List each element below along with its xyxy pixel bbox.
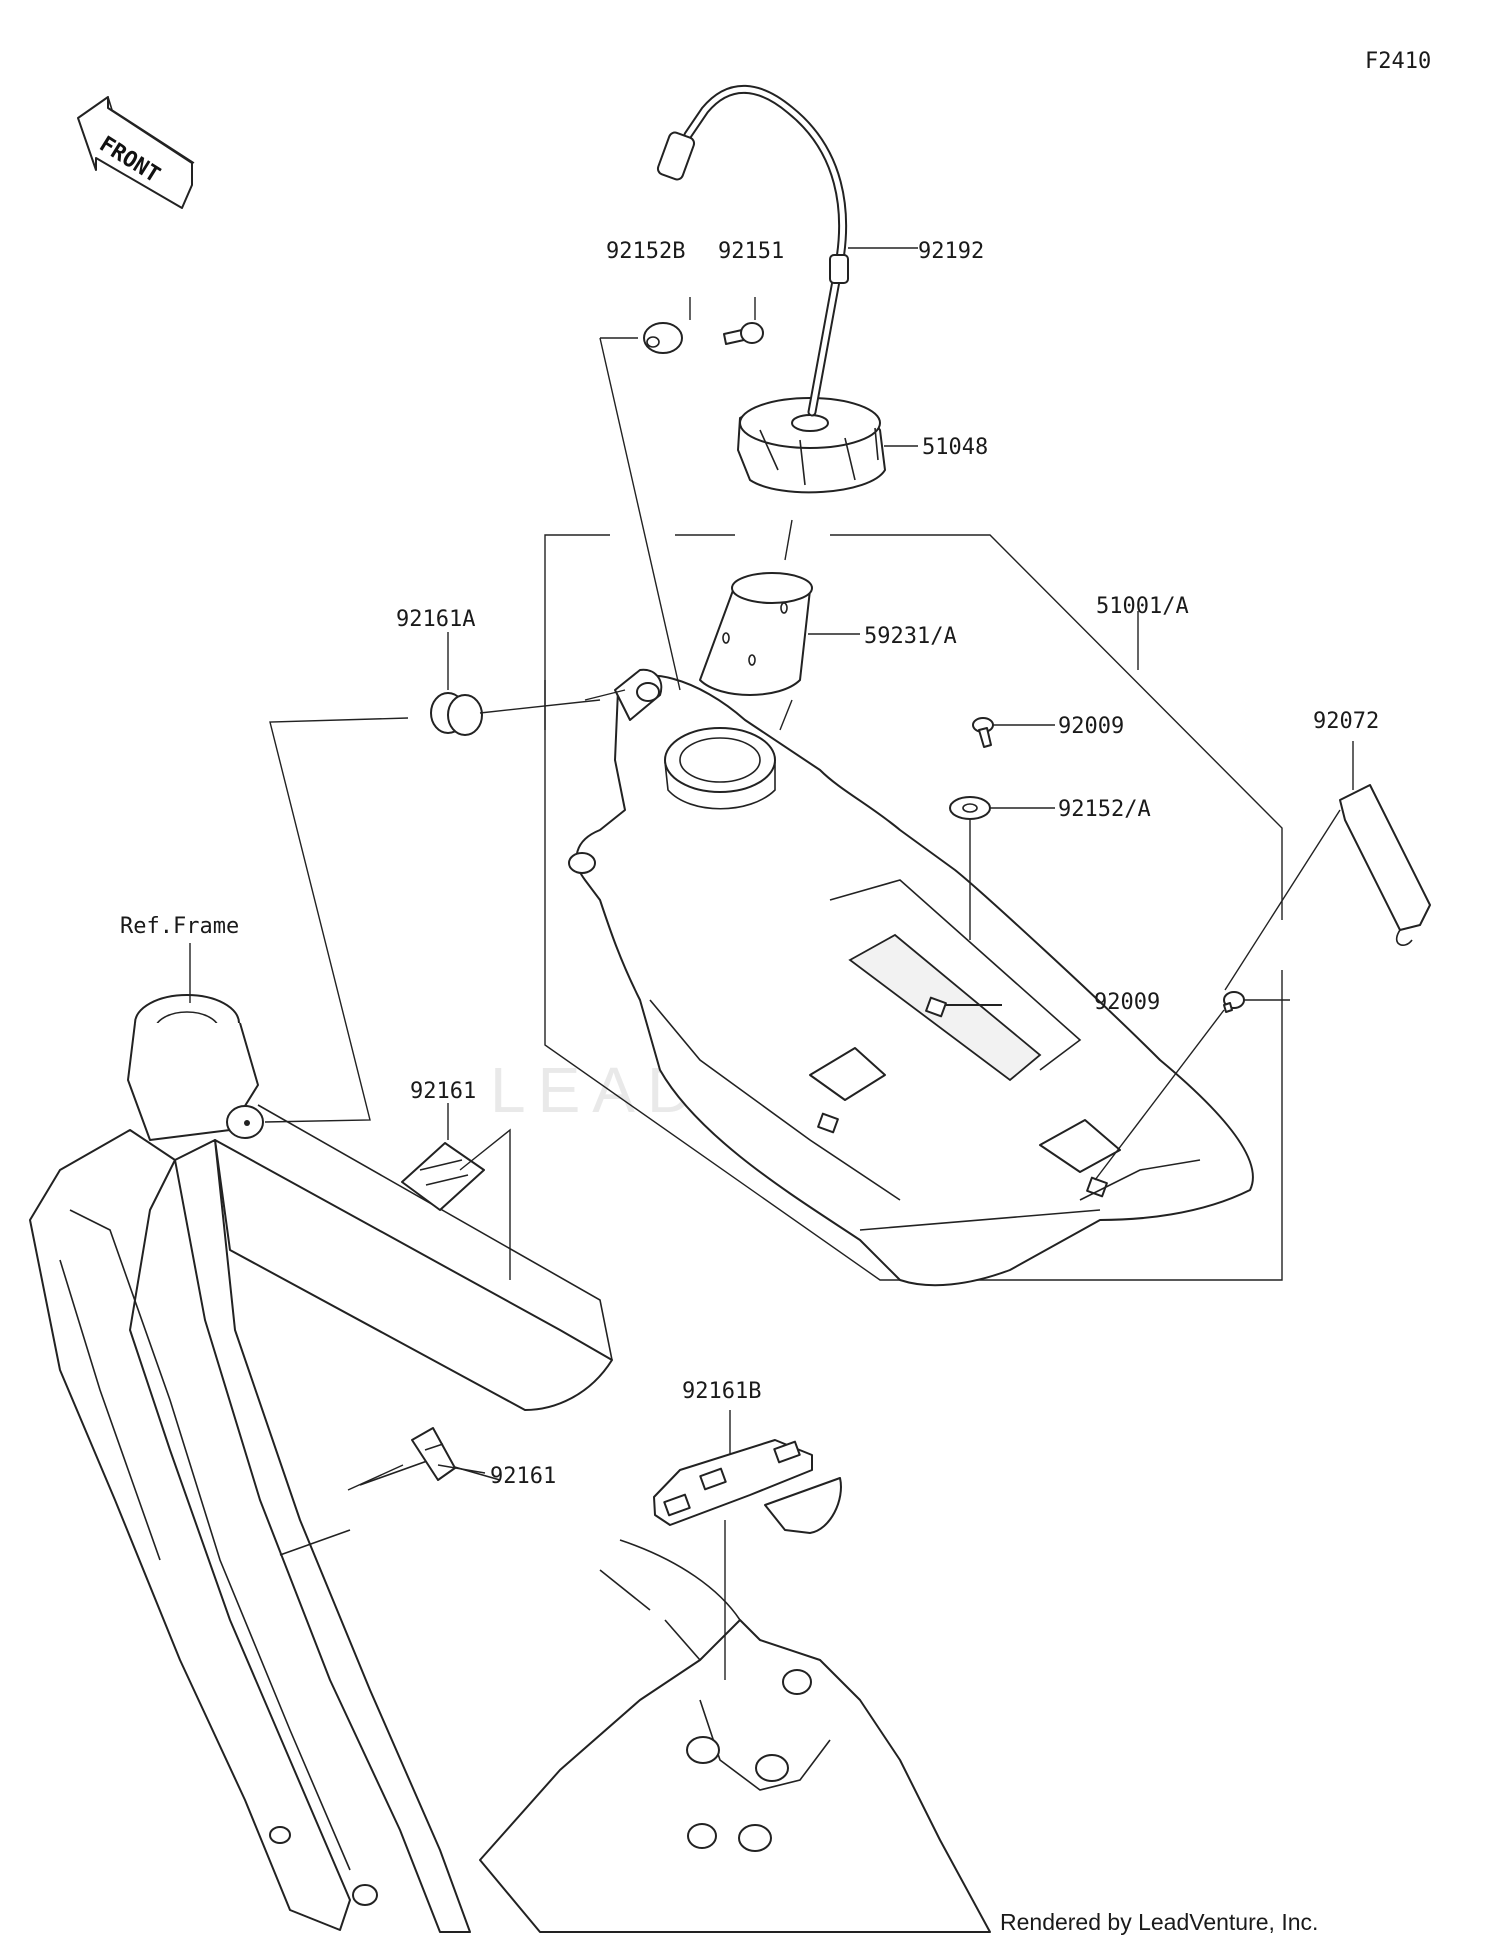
bolt-92151 xyxy=(723,322,764,345)
screw-92009-side xyxy=(1223,991,1245,1013)
grommet-92161A xyxy=(430,692,483,736)
breather-hose xyxy=(656,84,849,417)
credit-text: Rendered by LeadVenture, Inc. xyxy=(1000,1909,1318,1935)
label-92152A: 92152/A xyxy=(1058,797,1151,822)
part-labels: 92152B 92151 92192 51048 59231/A 51001/A… xyxy=(396,239,1379,1489)
pad-92161B xyxy=(653,1439,842,1534)
frame-illustration xyxy=(29,994,991,1933)
label-92192: 92192 xyxy=(918,239,984,264)
label-51001A: 51001/A xyxy=(1096,594,1189,619)
label-92152B: 92152B xyxy=(606,239,685,264)
label-92009-side: 92009 xyxy=(1094,990,1160,1015)
label-92161A: 92161A xyxy=(396,607,475,632)
label-92009-top: 92009 xyxy=(1058,714,1124,739)
tank-assembly-bracket xyxy=(544,534,1283,1281)
strap-92072 xyxy=(1339,784,1431,946)
ref-frame-label: Ref.Frame xyxy=(120,914,239,939)
fuel-tank xyxy=(568,668,1254,1287)
diagram-code: F2410 xyxy=(1365,49,1431,74)
screw-92009-top xyxy=(972,717,994,748)
leader-lines xyxy=(264,247,1354,1680)
label-92161-upper: 92161 xyxy=(410,1079,476,1104)
front-arrow: FRONT xyxy=(77,96,195,209)
label-92161-lower: 92161 xyxy=(490,1464,556,1489)
fuel-filter xyxy=(699,572,813,696)
label-59231A: 59231/A xyxy=(864,624,957,649)
label-92072: 92072 xyxy=(1313,709,1379,734)
pad-92161-upper xyxy=(401,1142,485,1211)
label-51048: 51048 xyxy=(922,435,988,460)
label-92151: 92151 xyxy=(718,239,784,264)
washer-92152B xyxy=(643,322,683,354)
fuel-cap xyxy=(737,397,886,494)
label-92161B: 92161B xyxy=(682,1379,761,1404)
pad-92161-lower xyxy=(411,1427,456,1481)
washer-92152A xyxy=(949,796,991,820)
